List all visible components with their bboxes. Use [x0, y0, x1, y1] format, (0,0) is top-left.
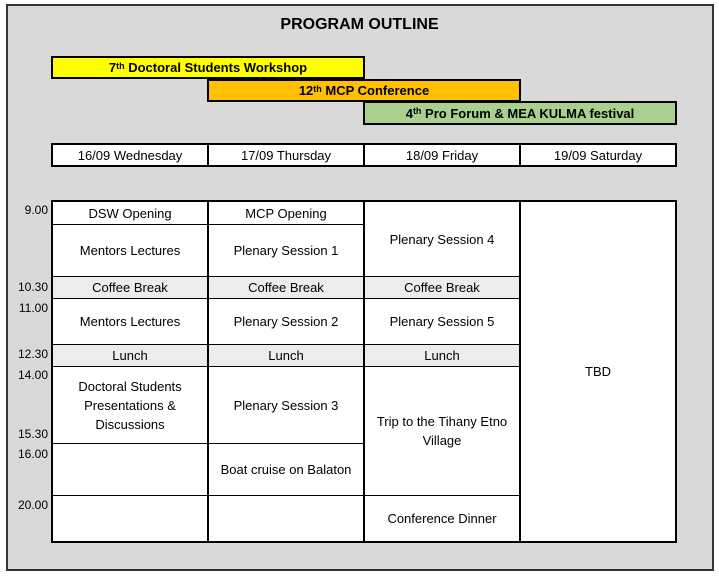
wed-empty-evening-2	[52, 495, 208, 542]
time-label: 20.00	[17, 498, 48, 512]
time-label: 9.00	[24, 203, 48, 217]
banner-number: 7	[108, 60, 117, 75]
fri-column-border	[363, 200, 521, 543]
fri-coffee-break: Coffee Break	[364, 276, 520, 299]
day-header-saturday: 19/09 Saturday	[519, 143, 677, 167]
fri-tihany-trip: Trip to the Tihany Etno Village	[364, 366, 520, 496]
day-header-friday: 18/09 Friday	[363, 143, 521, 167]
fri-conference-dinner: Conference Dinner	[364, 495, 520, 542]
time-label: 10.30	[17, 280, 48, 294]
wed-coffee-break: Coffee Break	[52, 276, 208, 299]
banner-text: Pro Forum & MEA KULMA festival	[421, 105, 635, 121]
banner-text: MCP Conference	[321, 83, 430, 98]
banner-suffix: th	[412, 106, 422, 116]
fri-plenary-session-5: Plenary Session 5	[364, 298, 520, 345]
banner-number: 12	[298, 83, 314, 98]
wed-student-presentations: Doctoral Students Presentations & Discus…	[52, 366, 208, 444]
day-header-wednesday: 16/09 Wednesday	[51, 143, 209, 167]
thu-empty-evening	[208, 495, 364, 542]
time-label: 14.00	[17, 368, 48, 382]
thu-column-border	[207, 200, 365, 543]
day-header-thursday: 17/09 Thursday	[207, 143, 365, 167]
sat-column-border	[519, 200, 677, 543]
thu-boat-cruise: Boat cruise on Balaton	[208, 443, 364, 496]
thu-plenary-session-3: Plenary Session 3	[208, 366, 364, 444]
fri-plenary-session-4: Plenary Session 4	[364, 201, 520, 277]
time-label: 16.00	[17, 447, 48, 461]
banner-suffix: th	[313, 83, 322, 94]
time-label: 15.30	[17, 427, 48, 441]
time-label: 11.00	[18, 301, 48, 315]
page-title: PROGRAM OUTLINE	[280, 16, 439, 33]
banner-suffix: th	[116, 60, 125, 71]
wed-dsw-opening: DSW Opening	[52, 201, 208, 225]
wed-column-border	[51, 200, 209, 543]
banner-number: 4	[405, 105, 413, 121]
thu-plenary-session-1: Plenary Session 1	[208, 224, 364, 277]
banner-text: Doctoral Students Workshop	[124, 60, 308, 75]
time-label: 12.30	[17, 347, 48, 361]
